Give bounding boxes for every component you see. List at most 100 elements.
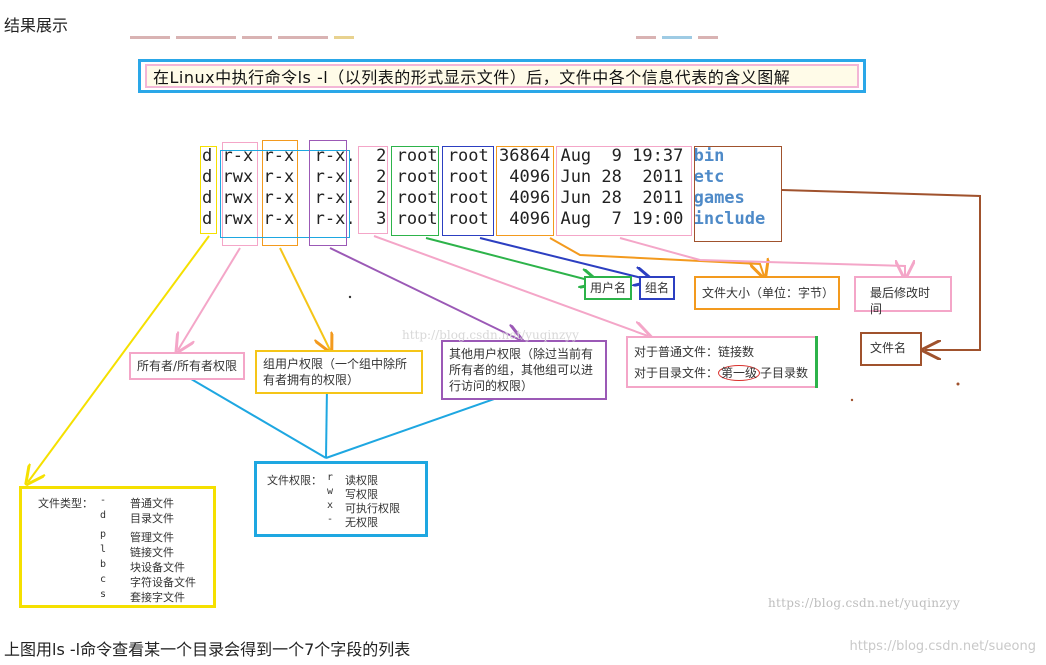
listing-time: 19:37 (632, 146, 684, 166)
listing-name: etc (693, 167, 725, 187)
file-type-desc: 普通文件 (130, 497, 174, 510)
other-perm-label: 其他用户权限（除过当前有所有者的组，其他组可以进行访问的权限） (441, 340, 607, 400)
file-type-desc: 块设备文件 (130, 561, 185, 574)
listing-group: root (447, 209, 489, 229)
listing-row: d rwx r-x r-x. 2 root root 4096 Jun 28 2… (202, 188, 765, 209)
listing-month: Aug (560, 209, 592, 229)
listing-links: 3 (376, 209, 387, 229)
perm-span-box (220, 150, 350, 238)
name-box (694, 146, 782, 242)
listing-group-perm: r-x (263, 146, 295, 166)
cropped-toolbar-strip (130, 36, 770, 42)
listing-size: 4096 (499, 209, 551, 229)
image-watermark: https://blog.csdn.net/yuqinzyy (768, 596, 961, 610)
permission-code: r (327, 472, 334, 483)
footer-caption: 上图用ls -l命令查看某一个目录会得到一个7个字段的列表 (4, 640, 411, 659)
listing-owner-perm: rwx (222, 167, 254, 187)
user-name-label: 用户名 (584, 276, 633, 300)
file-type-desc: 目录文件 (130, 512, 174, 525)
listing-row: d r-x r-x r-x. 2 root root 36864 Aug 9 1… (202, 146, 765, 167)
file-type-code: b (100, 559, 107, 570)
listing-day: 28 (601, 167, 622, 187)
file-type-legend-title: 文件类型： (38, 497, 93, 510)
listing-owner-perm: rwx (222, 209, 254, 229)
listing-time: 19:00 (632, 209, 684, 229)
group-perm-label: 组用户权限（一个组中除所有者拥有的权限） (255, 350, 423, 394)
listing-row: d rwx r-x r-x. 3 root root 4096 Aug 7 19… (202, 209, 765, 230)
links-box (358, 146, 388, 234)
listing-time: 2011 (632, 167, 684, 187)
listing-links: 2 (376, 167, 387, 187)
file-type-desc: 链接文件 (130, 546, 174, 559)
diagram-title-frame (138, 59, 866, 93)
listing-name: include (693, 209, 766, 229)
group-perm-box (262, 140, 298, 246)
circled-first-level: 第一级 (718, 365, 761, 381)
listing-links: 2 (376, 188, 387, 208)
listing-month: Jun (560, 167, 592, 187)
listing-row: d rwx r-x r-x. 2 root root 4096 Jun 28 2… (202, 167, 765, 188)
section-heading: 结果展示 (4, 16, 69, 35)
listing-group: root (447, 188, 489, 208)
listing-type: d (202, 188, 213, 208)
listing-other-perm: r-x. (314, 146, 356, 166)
diagram-title: 在Linux中执行命令ls -l（以列表的形式显示文件）后，文件中各个信息代表的… (145, 64, 859, 88)
group-name-box (442, 146, 494, 236)
ls-listing: d r-x r-x r-x. 2 root root 36864 Aug 9 1… (202, 146, 765, 230)
file-type-desc: 字符设备文件 (130, 576, 196, 589)
permission-code: - (327, 514, 334, 525)
footer-watermark: https://blog.csdn.net/sueong (849, 639, 1036, 654)
permission-code: w (327, 486, 334, 497)
permission-desc: 可执行权限 (345, 502, 400, 515)
listing-user: root (396, 167, 438, 187)
listing-time: 2011 (632, 188, 684, 208)
links-label: 对于普通文件：链接数 对于目录文件：第一级子目录数 (626, 336, 818, 388)
file-type-code: s (100, 589, 107, 600)
listing-month: Jun (560, 188, 592, 208)
listing-links: 2 (376, 146, 387, 166)
listing-group: root (447, 167, 489, 187)
listing-other-perm: r-x. (314, 167, 356, 187)
file-type-code: c (100, 574, 107, 585)
listing-other-perm: r-x. (314, 209, 356, 229)
mtime-label: 最后修改时间 (854, 276, 952, 316)
listing-day: 7 (601, 209, 622, 229)
listing-size: 4096 (499, 167, 551, 187)
links-label-line1: 对于普通文件：链接数 (634, 345, 755, 359)
diagram-center-watermark: http://blog.csdn.net/yuqinzyy (402, 328, 579, 342)
listing-user: root (396, 146, 438, 166)
listing-month: Aug (560, 146, 592, 166)
listing-name: bin (693, 146, 725, 166)
file-type-code: d (100, 510, 107, 521)
listing-owner-perm: rwx (222, 188, 254, 208)
permission-desc: 无权限 (345, 516, 378, 529)
type-column-box (200, 146, 217, 234)
file-type-code: l (100, 544, 107, 555)
listing-group-perm: r-x (263, 188, 295, 208)
links-label-suffix: 子目录数 (760, 366, 809, 380)
owner-perm-label: 所有者/所有者权限 (129, 352, 246, 380)
listing-size: 4096 (499, 188, 551, 208)
file-name-label: 文件名 (860, 332, 922, 366)
links-label-prefix: 对于目录文件： (634, 366, 719, 380)
listing-day: 9 (601, 146, 622, 166)
file-type-desc: 管理文件 (130, 531, 174, 544)
size-box (496, 146, 554, 236)
group-name-label: 组名 (639, 276, 676, 300)
links-label-accent (815, 336, 818, 388)
listing-type: d (202, 146, 213, 166)
permission-code: x (327, 500, 334, 511)
other-perm-box (309, 140, 347, 246)
user-box (391, 146, 439, 236)
file-type-desc: 套接字文件 (130, 591, 185, 604)
permission-legend-title: 文件权限： (267, 474, 322, 487)
listing-type: d (202, 209, 213, 229)
listing-user: root (396, 188, 438, 208)
owner-perm-box (222, 142, 258, 246)
file-type-code: - (100, 495, 107, 506)
mtime-box (556, 146, 692, 236)
listing-type: d (202, 167, 213, 187)
permission-desc: 读权限 (345, 474, 378, 487)
